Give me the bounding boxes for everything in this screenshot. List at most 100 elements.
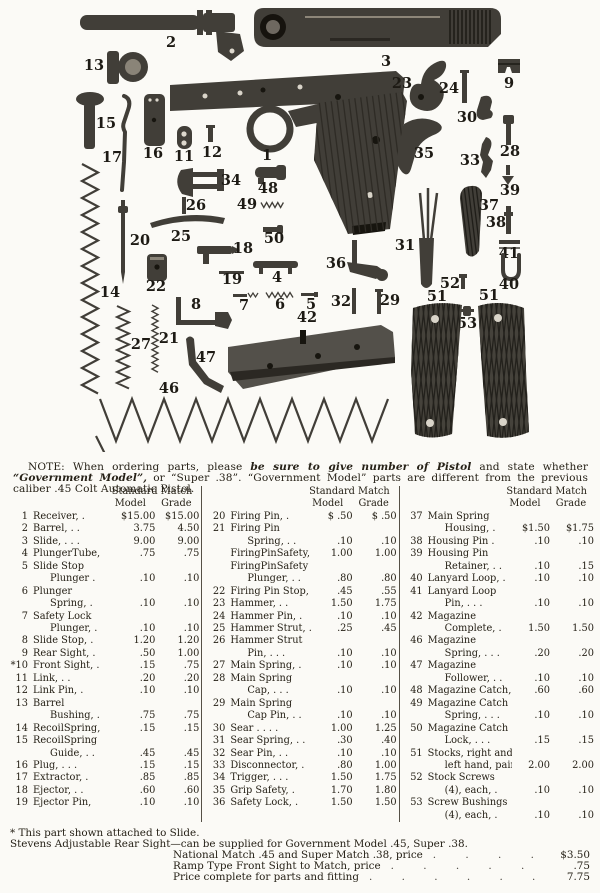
part-number-label: 37 — [479, 197, 499, 214]
price-standard-model: .10 — [337, 710, 353, 722]
price-match-grade: .60 — [578, 685, 594, 697]
footnote-text: Ramp Type Front Sight to Match, price — [173, 859, 381, 872]
footnote-items: National Match .45 and Super Match .38, … — [10, 848, 590, 883]
price-row: Guide, . ..45.45 — [7, 748, 199, 760]
part-number: 24 — [212, 610, 226, 622]
price-match-grade: .10 — [578, 784, 594, 796]
part-illustration-47 — [186, 336, 224, 393]
part-number: 20 — [212, 510, 226, 522]
price-match-grade — [353, 561, 397, 573]
price-row: Plunger, . ..80.80 — [204, 573, 396, 585]
column-header: Standard Match — [506, 486, 587, 497]
price-standard-model: 1.50 — [330, 772, 353, 784]
part-number — [402, 760, 423, 772]
dot-leader: . . . . . . — [369, 871, 536, 883]
price-match-grade — [353, 523, 397, 535]
part-number: 48 — [410, 685, 423, 697]
part-illustration-42 — [228, 325, 395, 389]
price-match-grade: .45 — [183, 747, 200, 759]
footnote-price: $3.50 — [560, 848, 590, 861]
price-standard-model: .15 — [139, 759, 156, 771]
part-name: Hammer Strut, . — [230, 622, 312, 634]
part-name: Disconnector, . — [230, 759, 305, 771]
price-match-grade: .20 — [183, 672, 200, 684]
price-standard-model: .10 — [534, 710, 550, 722]
price-standard-model: .25 — [337, 622, 353, 634]
part-name: Sear . . . . — [230, 722, 279, 734]
part-number: 11 — [15, 672, 28, 684]
price-standard-model: .10 — [337, 747, 353, 759]
price-standard-model: .10 — [534, 573, 550, 585]
price-standard-model — [512, 748, 550, 760]
part-name: Grip Safety, . — [230, 784, 295, 796]
part-name: Plug, . . . — [33, 759, 78, 771]
part-name: Hammer Strut — [230, 635, 303, 647]
part-number-label: 39 — [500, 182, 520, 199]
price-match-grade: .15 — [183, 759, 200, 771]
part-number — [402, 710, 423, 722]
part-number: 14 — [15, 722, 28, 734]
price-match-grade: .10 — [578, 710, 594, 722]
part-number: 9 — [21, 647, 28, 659]
part-number-label: 5 — [306, 296, 316, 313]
part-illustration-34 — [177, 168, 224, 197]
price-standard-model: .10 — [534, 784, 550, 796]
part-number — [402, 561, 423, 573]
part-number: 34 — [212, 772, 226, 784]
price-match-grade: .60 — [183, 784, 200, 796]
price-match-grade — [550, 723, 594, 735]
price-standard-model: .45 — [337, 585, 353, 597]
part-name: Firing Pin, . — [230, 510, 290, 522]
part-illustration-6 — [265, 291, 294, 299]
part-name: Cap, . . . — [247, 685, 289, 697]
price-standard-model: .10 — [534, 809, 550, 821]
price-standard-model: .75 — [139, 710, 156, 722]
part-name: Spring, . — [50, 598, 93, 610]
part-name: Safety Lock, . — [230, 797, 299, 809]
part-number-label: 51 — [427, 288, 447, 305]
part-illustration-35 — [397, 118, 442, 175]
price-standard-model — [512, 511, 550, 523]
part-illustration-50 — [263, 225, 283, 234]
price-standard-model: .10 — [337, 660, 353, 672]
part-illustration-4 — [253, 261, 298, 274]
price-match-grade: .15 — [578, 735, 594, 747]
part-number-label: 52 — [440, 275, 460, 292]
price-match-grade: 1.75 — [374, 598, 397, 610]
price-row: Plunger ..10.10 — [7, 573, 199, 585]
part-name: Main Spring — [230, 672, 293, 684]
part-illustration-48 — [255, 165, 286, 184]
part-number — [204, 573, 225, 585]
price-standard-model: .60 — [139, 784, 156, 796]
part-name: Firing Pin Stop, — [230, 585, 309, 597]
part-name: FiringPinSafety — [230, 560, 309, 572]
part-number: 8 — [21, 635, 28, 647]
part-name: Hammer Pin, . — [230, 610, 303, 622]
price-standard-model: .80 — [337, 573, 353, 585]
part-number: 50 — [410, 722, 423, 734]
price-match-grade: .10 — [381, 660, 397, 672]
price-match-grade: .10 — [578, 672, 594, 684]
price-match-grade — [550, 586, 594, 598]
price-standard-model — [117, 561, 155, 573]
price-row: FiringPinSafety — [204, 561, 396, 573]
part-name: PlungerTube, — [33, 548, 101, 560]
price-match-grade — [155, 735, 199, 747]
part-number: 5 — [21, 560, 28, 572]
part-illustration-12 — [206, 125, 215, 142]
part-illustration-27 — [114, 305, 132, 390]
price-match-grade: 1.80 — [374, 784, 397, 796]
price-row: Pin, . . ..10.10 — [402, 598, 594, 610]
